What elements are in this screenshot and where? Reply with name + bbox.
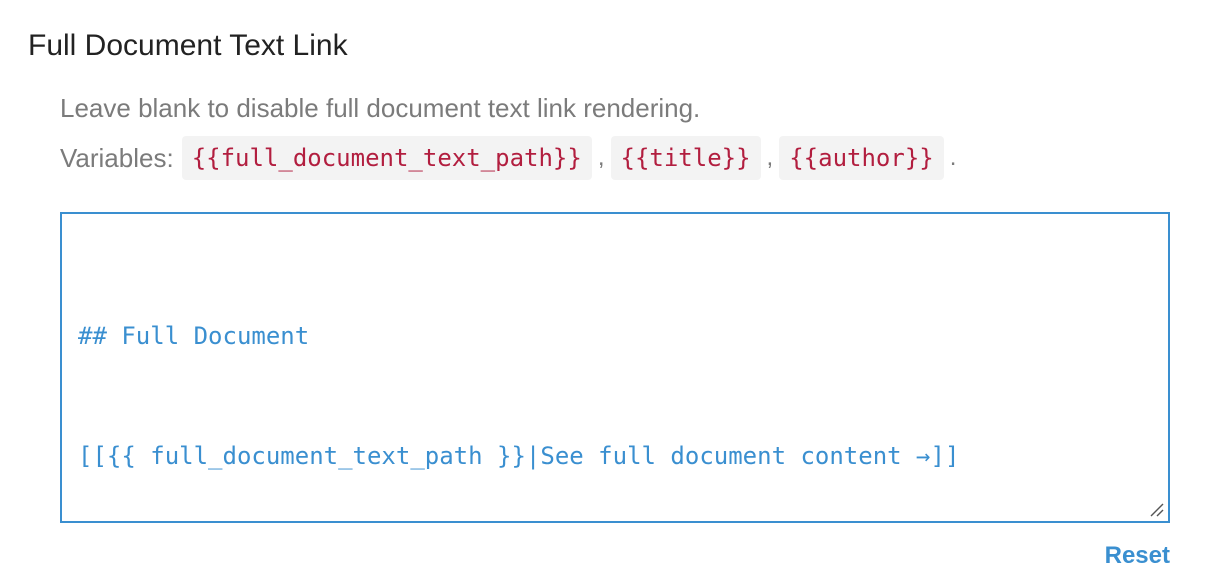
variables-label: Variables: (60, 143, 174, 173)
variable-chip: {{full_document_text_path}} (181, 136, 592, 180)
textarea-line: [[{{ full_document_text_path }}|See full… (78, 442, 960, 470)
variable-separator: , (597, 144, 605, 171)
variables-row: Variables: {{full_document_text_path}} ,… (60, 136, 962, 180)
textarea-line: ## Full Document (78, 322, 310, 350)
template-textarea[interactable]: ## Full Document [[{{ full_document_text… (60, 212, 1170, 523)
resize-handle-icon[interactable] (1148, 501, 1164, 517)
variables-terminator: . (949, 144, 957, 171)
variable-chip: {{author}} (779, 136, 944, 180)
help-text: Leave blank to disable full document tex… (60, 93, 701, 123)
variable-separator: , (766, 144, 774, 171)
section-title: Full Document Text Link (28, 29, 348, 62)
reset-button[interactable]: Reset (1104, 542, 1170, 569)
variable-chip: {{title}} (610, 136, 761, 180)
